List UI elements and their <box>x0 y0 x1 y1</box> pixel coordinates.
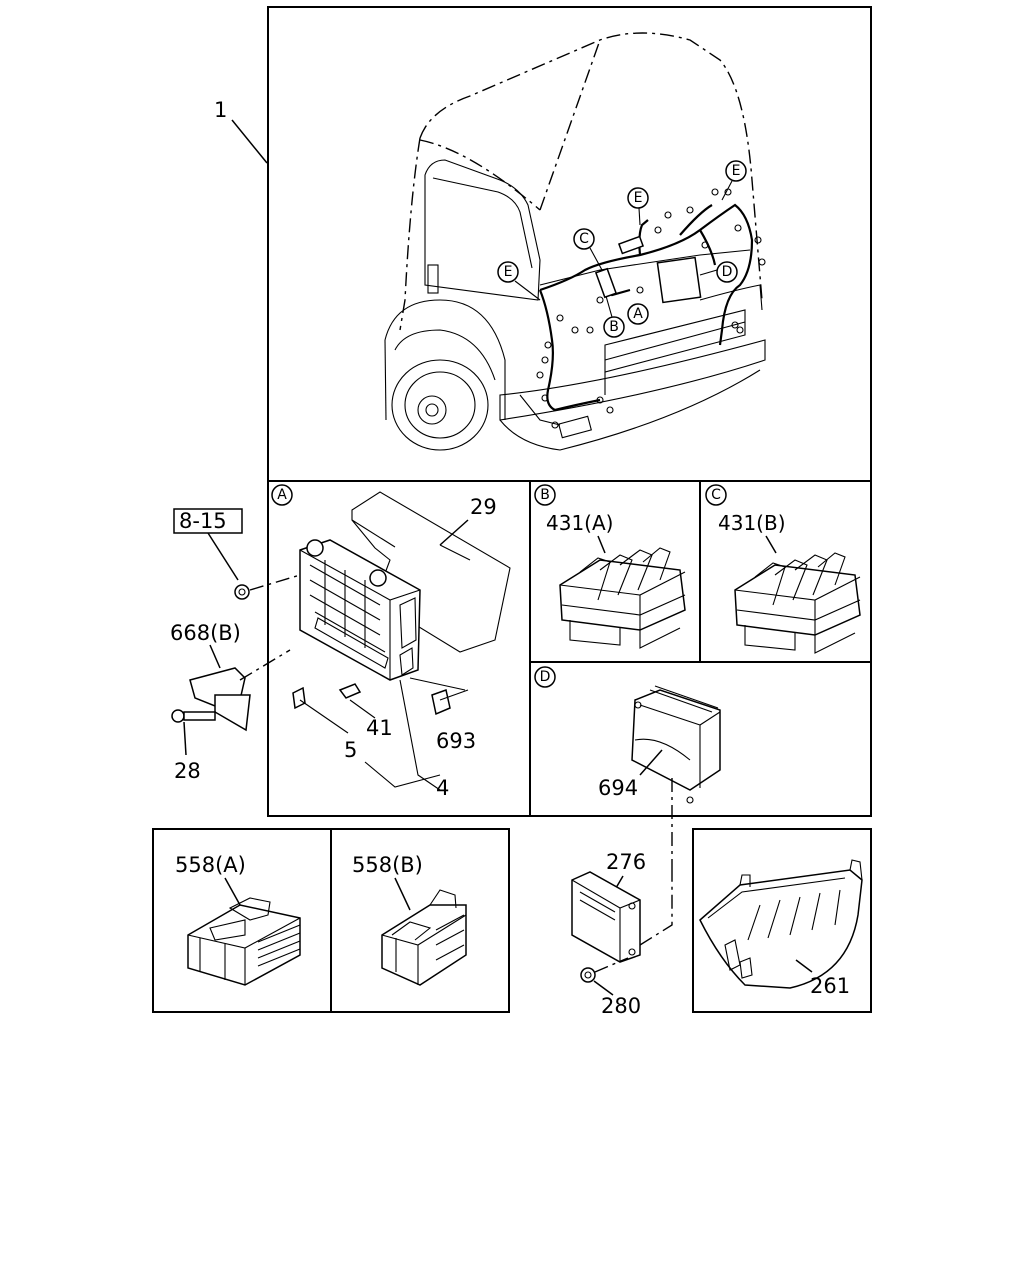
label-relay-431b: 431(B) <box>718 511 786 535</box>
panel-c-tag: C <box>711 487 721 503</box>
panel-261 <box>692 828 872 1013</box>
label-fuse-41: 41 <box>366 716 393 740</box>
cover-261-group: 261 <box>699 859 863 998</box>
panel-558a: 558(A) <box>175 853 301 986</box>
module-276-group: 276 280 <box>571 850 673 1018</box>
cab-callouts: E C E E B A D <box>497 160 747 338</box>
panel-a: A 29 5 41 4 693 <box>271 484 511 800</box>
callout-c-1: C <box>579 231 589 247</box>
label-cover-261: 261 <box>810 974 850 998</box>
panel-b-tag: B <box>540 487 550 503</box>
truck-cab-illustration <box>384 32 766 451</box>
callout-a-1: A <box>633 306 643 322</box>
callout-e-2: E <box>634 190 643 206</box>
label-fuse-5: 5 <box>344 738 357 762</box>
label-connector-558a: 558(A) <box>175 853 246 877</box>
panel-frames <box>152 6 872 1013</box>
main-frame <box>267 6 872 817</box>
panel-558b: 558(B) <box>352 853 467 986</box>
label-bracket-668b: 668(B) <box>170 621 241 645</box>
label-cover-29: 29 <box>470 495 497 519</box>
callout-b-1: B <box>609 319 619 335</box>
callout-e-1: E <box>504 264 513 280</box>
label-harness: 1 <box>214 98 227 122</box>
label-controller-694: 694 <box>598 776 638 800</box>
panel-d: D 694 <box>534 666 721 870</box>
label-relay-431a: 431(A) <box>546 511 613 535</box>
label-nut-280: 280 <box>601 994 641 1018</box>
label-bolt-28: 28 <box>174 759 201 783</box>
panel-b: B 431(A) <box>534 484 686 649</box>
label-connector-558b: 558(B) <box>352 853 423 877</box>
panel-a-tag: A <box>277 487 287 503</box>
label-ref-8-15: 8-15 <box>179 509 227 533</box>
callout-d-1: D <box>722 264 733 280</box>
label-module-276: 276 <box>606 850 646 874</box>
callout-e-3: E <box>732 163 741 179</box>
external-parts-left: 8-15 668(B) 28 <box>170 508 301 783</box>
label-relay-693: 693 <box>436 729 476 753</box>
label-fuse-4: 4 <box>436 776 449 800</box>
panel-d-tag: D <box>540 669 551 685</box>
panel-c: C 431(B) <box>705 484 861 654</box>
